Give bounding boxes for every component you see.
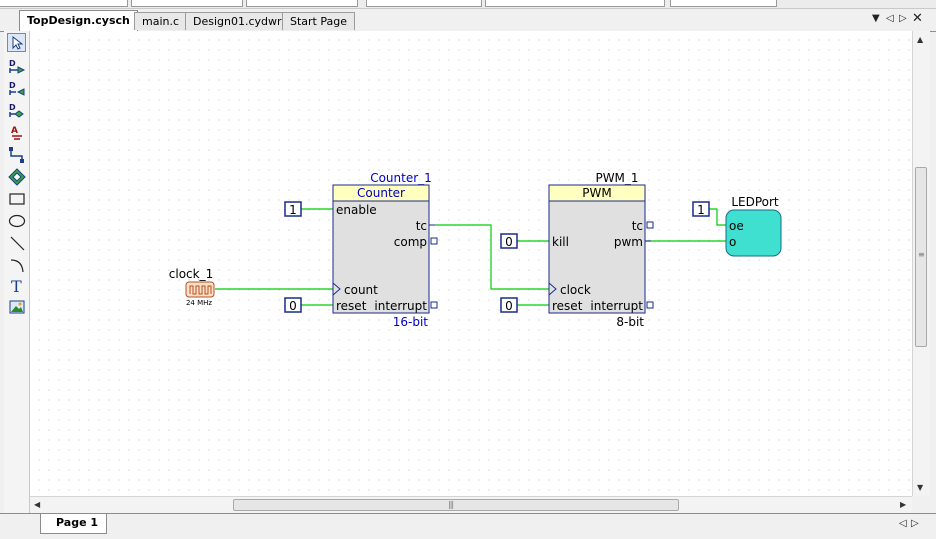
wire-tool-icon[interactable] (7, 145, 26, 164)
scroll-left-arrow-icon[interactable]: ◀ (34, 500, 41, 509)
tab-design01[interactable]: Design01.cydwr (185, 12, 290, 30)
const-counter-reset[interactable]: 0 (289, 299, 297, 313)
led-port-component[interactable]: LEDPort oe o (725, 195, 782, 257)
clock-instance-name: clock_1 (169, 267, 213, 281)
digital-output-pin-icon[interactable]: D (7, 79, 26, 98)
svg-text:A: A (11, 126, 18, 136)
wires (215, 208, 727, 306)
page-scroll-right-icon[interactable]: ▷ (911, 518, 919, 529)
component-tool-icon[interactable] (7, 167, 26, 186)
const-counter-enable[interactable]: 1 (289, 203, 297, 217)
tab-main-c[interactable]: main.c (134, 12, 188, 30)
top-toolbar-strip (0, 0, 936, 9)
scroll-right-arrow-icon[interactable]: ▶ (900, 500, 907, 509)
led-pin-oe: oe (729, 219, 744, 233)
pwm-pin-interrupt: interrupt (590, 299, 643, 313)
svg-text:D: D (9, 59, 16, 68)
const-pwm-kill[interactable]: 0 (505, 235, 513, 249)
scroll-left-icon[interactable]: ◁ (886, 13, 894, 24)
counter-pin-count: count (344, 283, 378, 297)
pwm-pin-clock: clock (560, 283, 591, 297)
wire-led-oe[interactable] (709, 208, 727, 226)
pwm-pin-tc: tc (632, 219, 643, 233)
counter-pin-tc: tc (416, 219, 427, 233)
toolbar-combo-4[interactable] (366, 0, 482, 7)
tab-topdesign[interactable]: TopDesign.cysch (19, 10, 138, 32)
toolbar-combo-5[interactable] (485, 0, 665, 7)
svg-text:T: T (11, 277, 22, 295)
analog-pin-icon[interactable]: A (7, 123, 26, 142)
digital-input-pin-icon[interactable]: D (7, 57, 26, 76)
scroll-down-arrow-icon[interactable]: ▼ (917, 483, 924, 492)
counter-pin-interrupt: interrupt (374, 299, 427, 313)
constants: 1 0 0 0 1 (284, 201, 710, 313)
counter-pin-enable: enable (336, 203, 377, 217)
pwm-pin-kill: kill (552, 235, 569, 249)
page-scroll-left-icon[interactable]: ◁ (899, 518, 907, 529)
pwm-resolution: 8-bit (616, 315, 644, 329)
vertical-scrollbar[interactable]: ▲ ≡ ▼ (912, 31, 930, 496)
horizontal-scroll-thumb[interactable]: ||| (233, 499, 679, 511)
counter-instance-name: Counter_1 (370, 171, 432, 185)
document-tab-bar: TopDesign.cysch main.c Design01.cydwr St… (0, 9, 936, 32)
pwm-component[interactable]: PWM_1 PWM kill clock reset tc pwm interr… (548, 171, 654, 329)
scroll-right-icon[interactable]: ▷ (899, 13, 907, 24)
toolbar-combo-6[interactable] (670, 0, 777, 7)
arc-tool-icon[interactable] (7, 255, 26, 274)
counter-component[interactable]: Counter_1 Counter enable count reset tc … (332, 171, 438, 329)
tab-page-1[interactable]: Page 1 (40, 514, 108, 534)
wire-tc-clock[interactable] (435, 224, 549, 290)
counter-type-label: Counter (357, 186, 405, 200)
pointer-tool-icon[interactable] (7, 33, 26, 52)
svg-text:D: D (9, 103, 16, 112)
horizontal-scrollbar[interactable]: ◀ ||| ▶ (30, 496, 912, 514)
pwm-type-label: PWM (582, 186, 611, 200)
grip-icon: ≡ (918, 250, 925, 259)
counter-pin-comp: comp (394, 235, 427, 249)
ellipse-tool-icon[interactable] (7, 211, 26, 230)
grip-icon: ||| (448, 500, 454, 509)
tab-start-page[interactable]: Start Page (282, 12, 355, 30)
const-pwm-reset[interactable]: 0 (505, 299, 513, 313)
dropdown-arrow-icon[interactable]: ▼ (872, 13, 880, 24)
toolbar-combo-1[interactable] (0, 0, 128, 7)
close-icon[interactable]: ✕ (912, 11, 923, 26)
const-led-oe[interactable]: 1 (697, 203, 705, 217)
pwm-instance-name: PWM_1 (595, 171, 638, 185)
pwm-pin-pwm: pwm (614, 235, 643, 249)
page-tab-bar: Page 1 ◁ ▷ (0, 513, 936, 539)
counter-pin-reset: reset (336, 299, 367, 313)
toolbar-combo-3[interactable] (246, 0, 358, 7)
pwm-pin-reset: reset (552, 299, 583, 313)
rectangle-tool-icon[interactable] (7, 189, 26, 208)
image-tool-icon[interactable] (7, 297, 26, 316)
toolbar-combo-2[interactable] (131, 0, 243, 7)
line-tool-icon[interactable] (7, 233, 26, 252)
led-port-name: LEDPort (731, 195, 779, 209)
schematic-canvas[interactable]: Counter_1 Counter enable count reset tc … (30, 31, 912, 496)
counter-resolution: 16-bit (393, 315, 429, 329)
text-tool-icon[interactable]: T (7, 276, 26, 295)
digital-bidir-pin-icon[interactable]: D (7, 101, 26, 120)
vertical-scroll-thumb[interactable]: ≡ (915, 167, 927, 347)
svg-text:D: D (9, 81, 16, 90)
led-pin-o: o (729, 235, 736, 249)
component-palette: D D D A T (4, 31, 30, 513)
clock-component[interactable]: clock_1 24 MHz (169, 267, 215, 307)
scroll-up-arrow-icon[interactable]: ▲ (917, 35, 924, 44)
clock-frequency: 24 MHz (186, 299, 212, 307)
